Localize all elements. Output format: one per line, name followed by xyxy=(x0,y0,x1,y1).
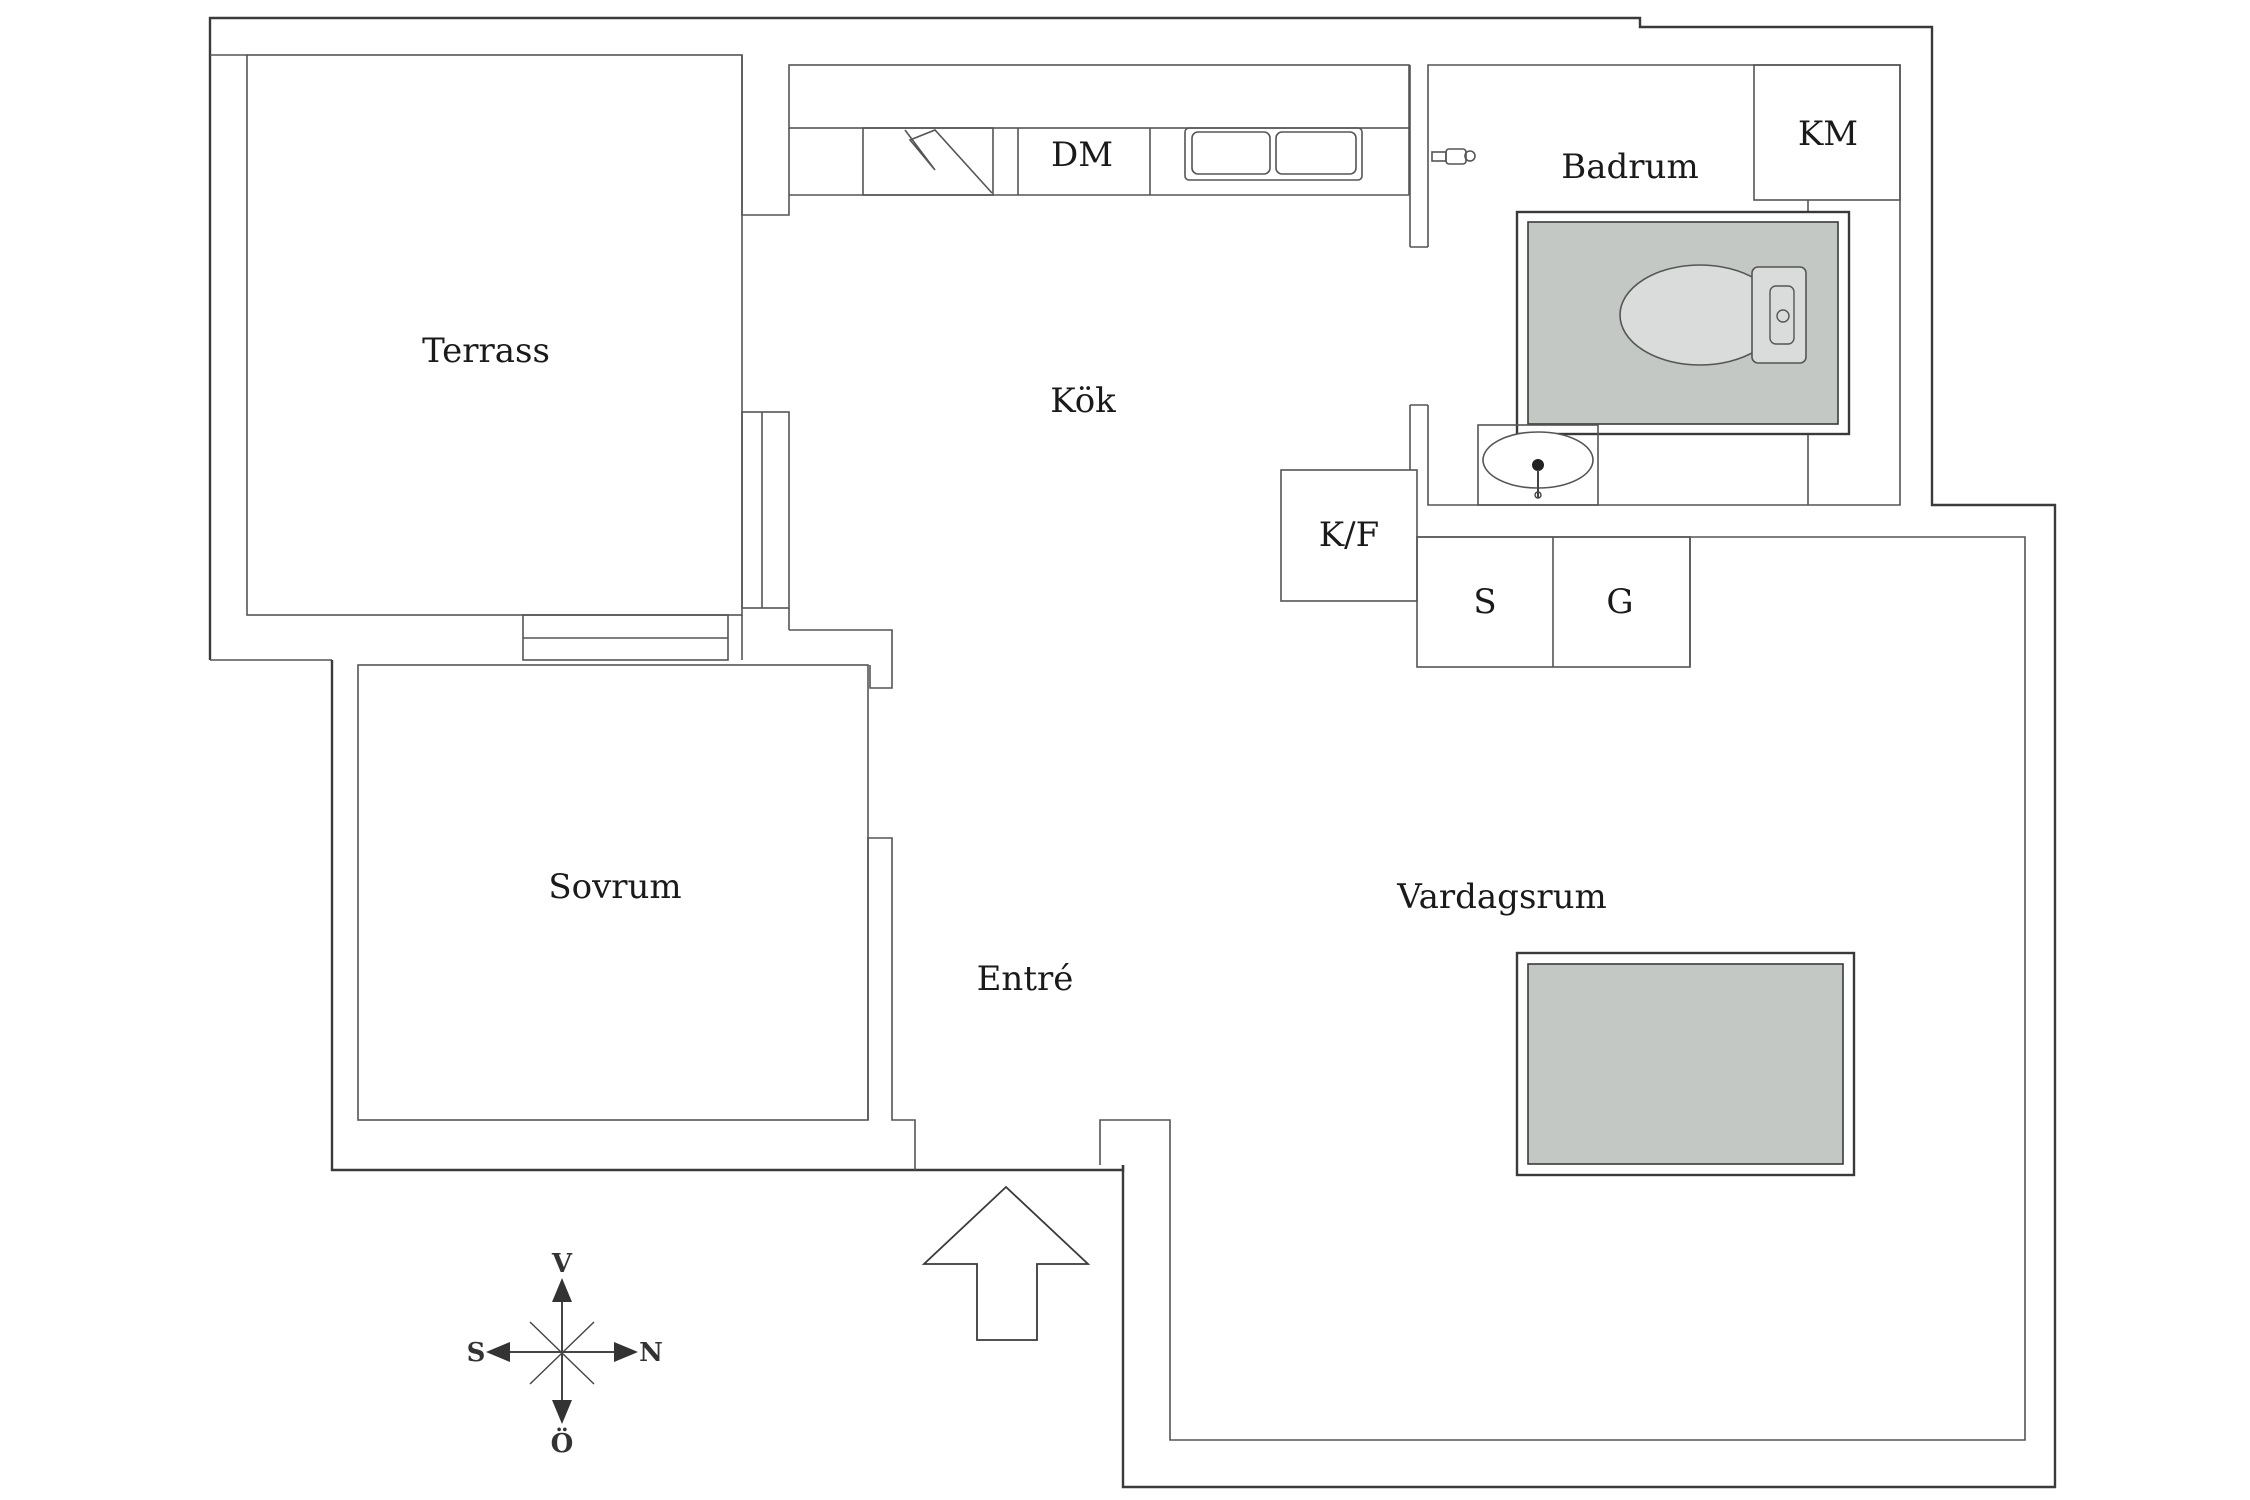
terrace-door xyxy=(522,614,729,661)
stove-icon xyxy=(862,127,994,196)
room-label-sovrum: Sovrum xyxy=(548,867,681,907)
compass-rose-icon: V Ö S N xyxy=(467,1249,663,1459)
kitchen-sink-icon xyxy=(1184,127,1363,181)
kitchen-counter xyxy=(788,64,1410,196)
room-label-vardagsrum: Vardagsrum xyxy=(1396,877,1607,917)
dishwasher-label: DM xyxy=(1051,135,1113,175)
room-label-terrass: Terrass xyxy=(422,331,550,371)
dishwasher: DM xyxy=(1017,128,1151,195)
entrance-arrow-icon xyxy=(921,1185,1091,1341)
fridge-freezer-label: K/F xyxy=(1319,515,1379,555)
compass-east-label: Ö xyxy=(551,1427,574,1459)
closets: S G xyxy=(1099,536,2026,1441)
fridge-freezer: K/F xyxy=(1280,469,1418,602)
bedroom-area xyxy=(330,660,1125,1172)
closet-g-label: G xyxy=(1606,582,1633,622)
compass-north-label: N xyxy=(639,1338,663,1368)
shower-faucet-icon xyxy=(1431,148,1476,165)
closet-s-label: S xyxy=(1473,582,1496,622)
room-label-entre: Entré xyxy=(977,959,1074,999)
sink-icon xyxy=(1477,424,1599,506)
terrace-area xyxy=(208,16,2057,1489)
living-room-table xyxy=(1515,951,1856,1177)
room-label-kok: Kök xyxy=(1050,381,1116,421)
washing-machine-label: KM xyxy=(1798,114,1858,154)
compass-west-label: V xyxy=(551,1249,573,1279)
toilet-icon xyxy=(1515,210,1851,436)
compass-south-label: S xyxy=(467,1338,486,1368)
room-label-badrum: Badrum xyxy=(1561,147,1698,187)
